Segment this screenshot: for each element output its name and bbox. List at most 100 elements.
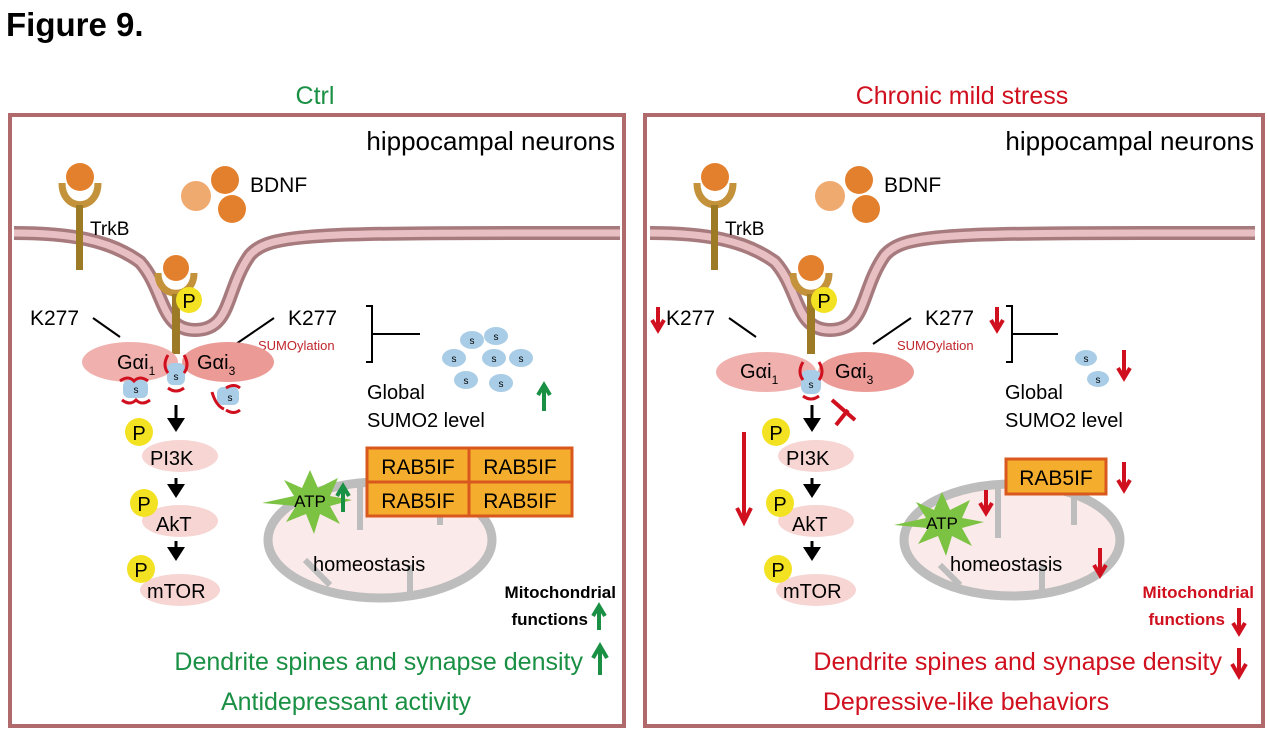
pathway-node-pi3k: PI3K — [150, 448, 194, 470]
panel-heading: Ctrl — [296, 82, 335, 110]
cell-label: hippocampal neurons — [366, 126, 615, 156]
site-left-label: K277 — [30, 307, 79, 330]
gai1-label: Gαi1 — [117, 352, 156, 378]
svg-text:s: s — [464, 376, 469, 387]
panel-frame — [643, 113, 1265, 728]
pathway-node-mtor: mTOR — [783, 581, 842, 603]
svg-text:s: s — [452, 354, 457, 365]
svg-text:s: s — [228, 393, 233, 404]
rab5if-label: RAB5IF — [483, 456, 557, 479]
mito-label-2: functions — [1149, 610, 1226, 629]
panel-stress: Chronic mild stress hippocampal neurons … — [643, 82, 1265, 728]
trkb-receptor — [693, 163, 737, 270]
arrow-down-icon — [1116, 462, 1132, 494]
bdnf-molecules — [181, 166, 246, 223]
sumoylation-label: SUMOylation — [897, 338, 974, 353]
outcome-label: Dendrite spines and synapse density — [174, 648, 583, 676]
site-right-label: K277 — [288, 307, 337, 330]
bdnf-label: BDNF — [884, 174, 941, 197]
rab5if-label: RAB5IF — [483, 490, 557, 513]
pathway-node-mtor: mTOR — [147, 581, 206, 603]
svg-text:s: s — [809, 380, 814, 391]
bdnf-label: BDNF — [250, 174, 307, 197]
inhibition-icon — [830, 398, 857, 427]
sumo-conjugates: s — [798, 361, 824, 401]
atp-label: ATP — [926, 514, 958, 533]
trkb-label: TrkB — [725, 219, 764, 240]
phospho-label: P — [137, 494, 150, 516]
phospho-icon — [176, 287, 202, 313]
svg-text:s: s — [134, 385, 139, 396]
rab5if-label: RAB5IF — [1019, 467, 1093, 490]
cell-label: hippocampal neurons — [1005, 126, 1254, 156]
arrow-down-icon — [650, 307, 666, 334]
phospho-label: P — [817, 291, 830, 313]
figure-title: Figure 9. — [6, 6, 144, 43]
bdnf-molecules — [815, 166, 880, 223]
cell-membrane — [649, 225, 1256, 338]
sumo-conjugates: s s s — [119, 354, 241, 414]
global-sumo-cluster: s s — [1075, 350, 1109, 387]
inhibition-bracket — [1006, 305, 1058, 363]
svg-text:s: s — [174, 372, 179, 383]
rab5if-box — [1004, 457, 1108, 496]
site-left-label: K277 — [666, 307, 715, 330]
homeostasis-label: homeostasis — [313, 554, 425, 576]
phospho-label: P — [769, 423, 782, 445]
panel-ctrl: Ctrl hippocampal neurons BDNF TrkB — [8, 82, 626, 728]
atp-burst-icon — [262, 470, 352, 534]
gai3-label: Gαi3 — [197, 352, 236, 378]
trkb-receptor — [58, 163, 102, 270]
site-right-label: K277 — [925, 307, 974, 330]
global-sumo-label-2: SUMO2 level — [367, 410, 485, 432]
mito-label-1: Mitochondrial — [1143, 583, 1254, 602]
pathway-node-pi3k: PI3K — [786, 448, 830, 470]
arrow-down-icon — [735, 432, 753, 527]
mito-label-1: Mitochondrial — [505, 583, 616, 602]
sumoylation-label: SUMOylation — [258, 338, 335, 353]
rab5if-grid — [365, 446, 574, 518]
pathway-node-akt: AkT — [156, 514, 192, 536]
arrow-up-icon — [536, 381, 552, 411]
arrow-up-icon — [591, 642, 609, 675]
arrow-down-icon — [1092, 548, 1108, 579]
arrow-up-icon — [335, 482, 351, 512]
gai1-label: Gαi1 — [740, 361, 779, 387]
cell-membrane — [13, 225, 621, 338]
rab5if-label: RAB5IF — [381, 490, 455, 513]
outcome-label: Dendrite spines and synapse density — [813, 648, 1222, 676]
gai3-protein — [182, 342, 274, 382]
gai1-protein — [82, 342, 178, 382]
panel-frame — [8, 113, 626, 728]
pathway-cascade — [125, 405, 220, 606]
arrow-down-icon — [978, 490, 994, 517]
svg-text:s: s — [492, 354, 497, 365]
outcome-label: Depressive-like behaviors — [823, 688, 1109, 716]
phospho-label: P — [182, 291, 195, 313]
pathway-cascade — [762, 405, 856, 606]
outcome-label: Antidepressant activity — [221, 688, 472, 716]
phospho-label: P — [771, 560, 784, 582]
atp-label: ATP — [294, 492, 326, 511]
phospho-label: P — [134, 560, 147, 582]
phospho-label: P — [773, 494, 786, 516]
svg-text:s: s — [470, 336, 475, 347]
phospho-icon — [811, 287, 837, 313]
gai3-label: Gαi3 — [835, 361, 874, 387]
arrow-down-icon — [1231, 608, 1247, 637]
arrow-down-icon — [1230, 648, 1248, 680]
rab5if-label: RAB5IF — [381, 456, 455, 479]
inhibition-bracket — [366, 305, 420, 363]
arrow-up-icon — [591, 602, 607, 630]
arrow-down-icon — [1116, 350, 1132, 382]
svg-text:s: s — [1096, 375, 1101, 386]
phospho-label: P — [132, 423, 145, 445]
homeostasis-label: homeostasis — [950, 554, 1062, 576]
svg-text:s: s — [1084, 354, 1089, 365]
mito-label-2: functions — [512, 610, 589, 629]
global-sumo-label-1: Global — [367, 382, 425, 404]
gai3-protein — [818, 352, 914, 392]
gai1-protein — [716, 352, 816, 392]
svg-text:s: s — [494, 332, 499, 343]
